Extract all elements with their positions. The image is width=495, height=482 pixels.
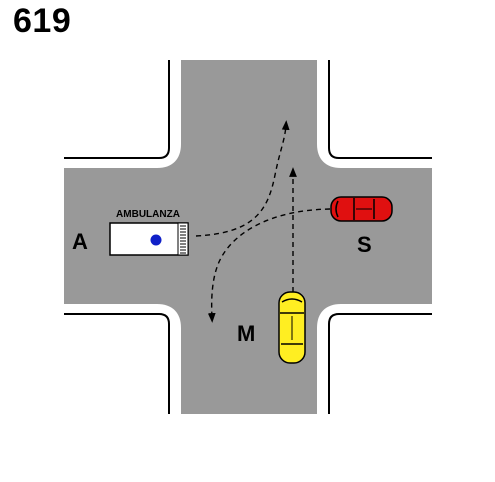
label-yellow-car: M [237, 321, 255, 346]
label-ambulance: A [72, 229, 88, 254]
question-number: 619 [13, 2, 72, 40]
ambulance-path [195, 120, 290, 237]
yellow-car [278, 291, 306, 364]
trajectories [195, 120, 331, 323]
ambulance: AMBULANZA [109, 209, 189, 256]
curbs [64, 60, 432, 414]
red-car [330, 196, 393, 222]
label-red-car: S [357, 232, 372, 257]
siren-light-icon [150, 234, 162, 246]
red-car-path [207, 208, 331, 323]
ambulance-sign: AMBULANZA [116, 209, 180, 220]
